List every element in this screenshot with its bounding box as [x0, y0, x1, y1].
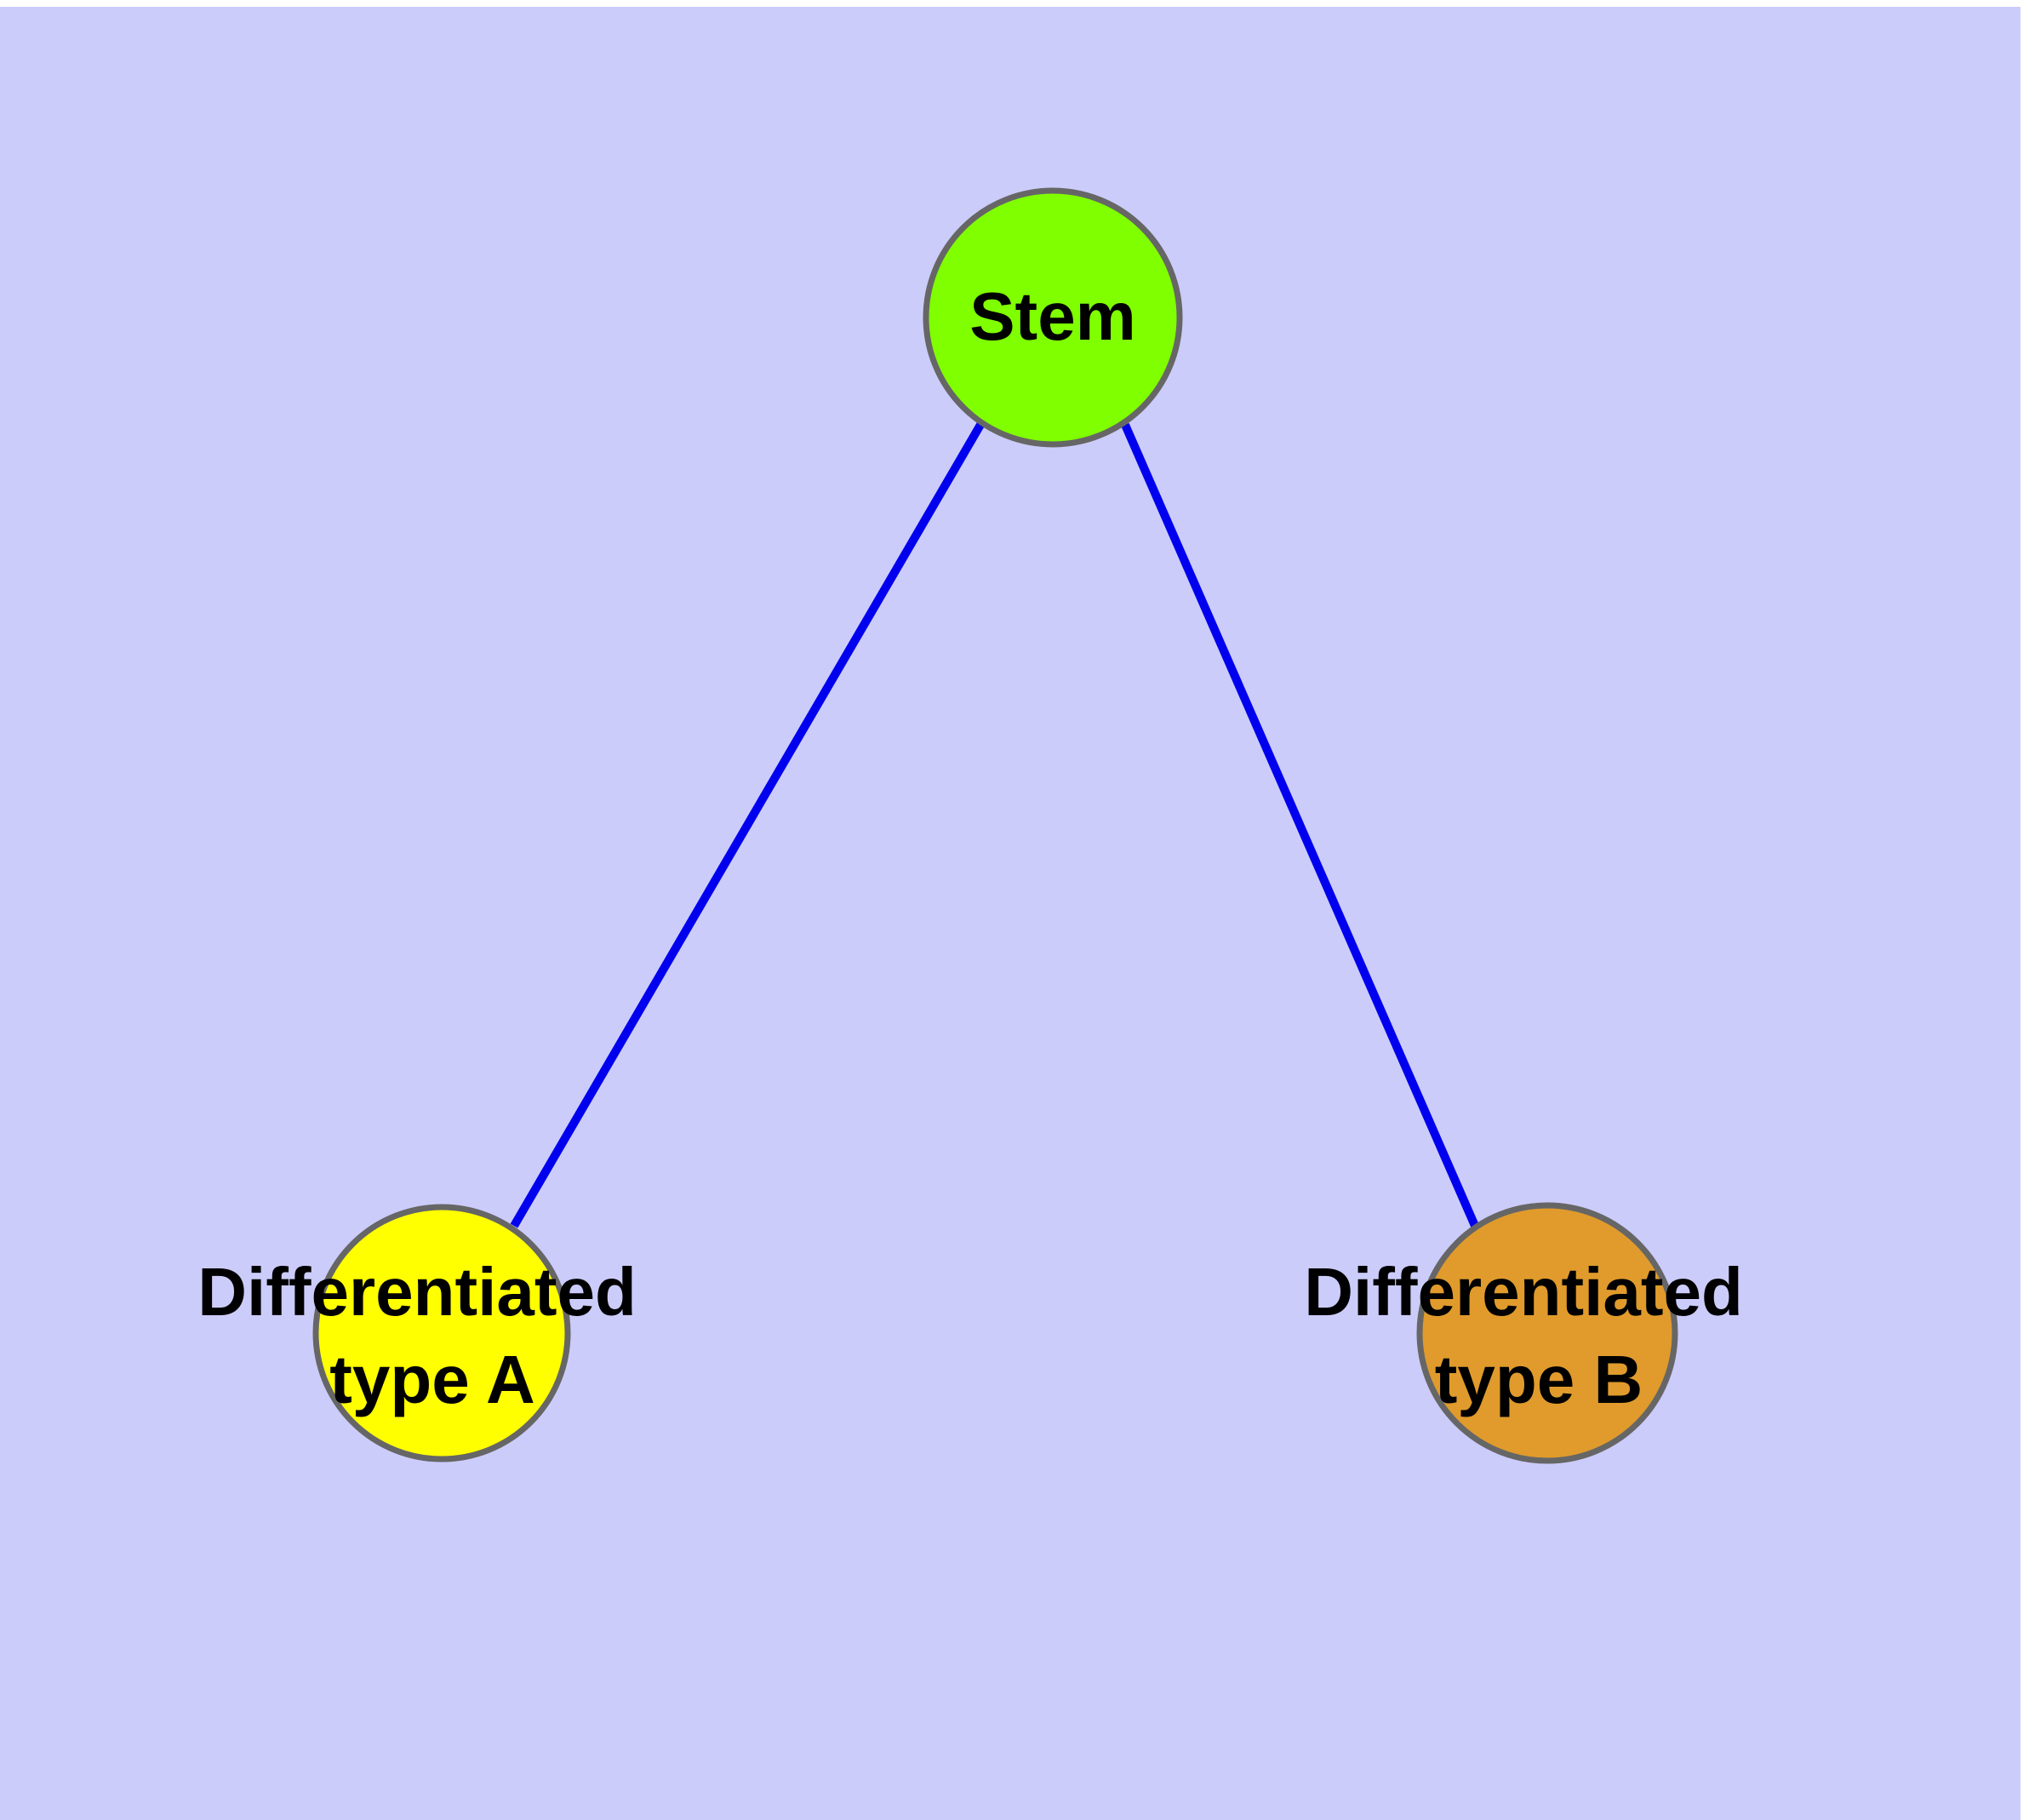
node-stem[interactable] [923, 187, 1183, 448]
node-label-differentiated-type-a-line1: Differentiated [197, 1254, 637, 1330]
node-differentiated-type-a[interactable] [312, 1204, 571, 1462]
edge-stem-to-differentiated-type-b[interactable] [1121, 422, 1479, 1228]
node-differentiated-type-b[interactable] [1416, 1202, 1678, 1464]
node-label-differentiated-type-b-line1: Differentiated [1304, 1254, 1743, 1330]
edge-stem-to-differentiated-type-a[interactable] [510, 422, 985, 1228]
node-layer [312, 187, 1678, 1464]
label-layer: Stem Differentiated type A Differentiate… [197, 278, 1743, 1417]
edge-layer [510, 422, 1479, 1228]
node-label-stem: Stem [969, 278, 1136, 354]
node-label-differentiated-type-b-line2: type B [1435, 1342, 1643, 1417]
node-label-differentiated-type-a-line2: type A [329, 1342, 535, 1417]
